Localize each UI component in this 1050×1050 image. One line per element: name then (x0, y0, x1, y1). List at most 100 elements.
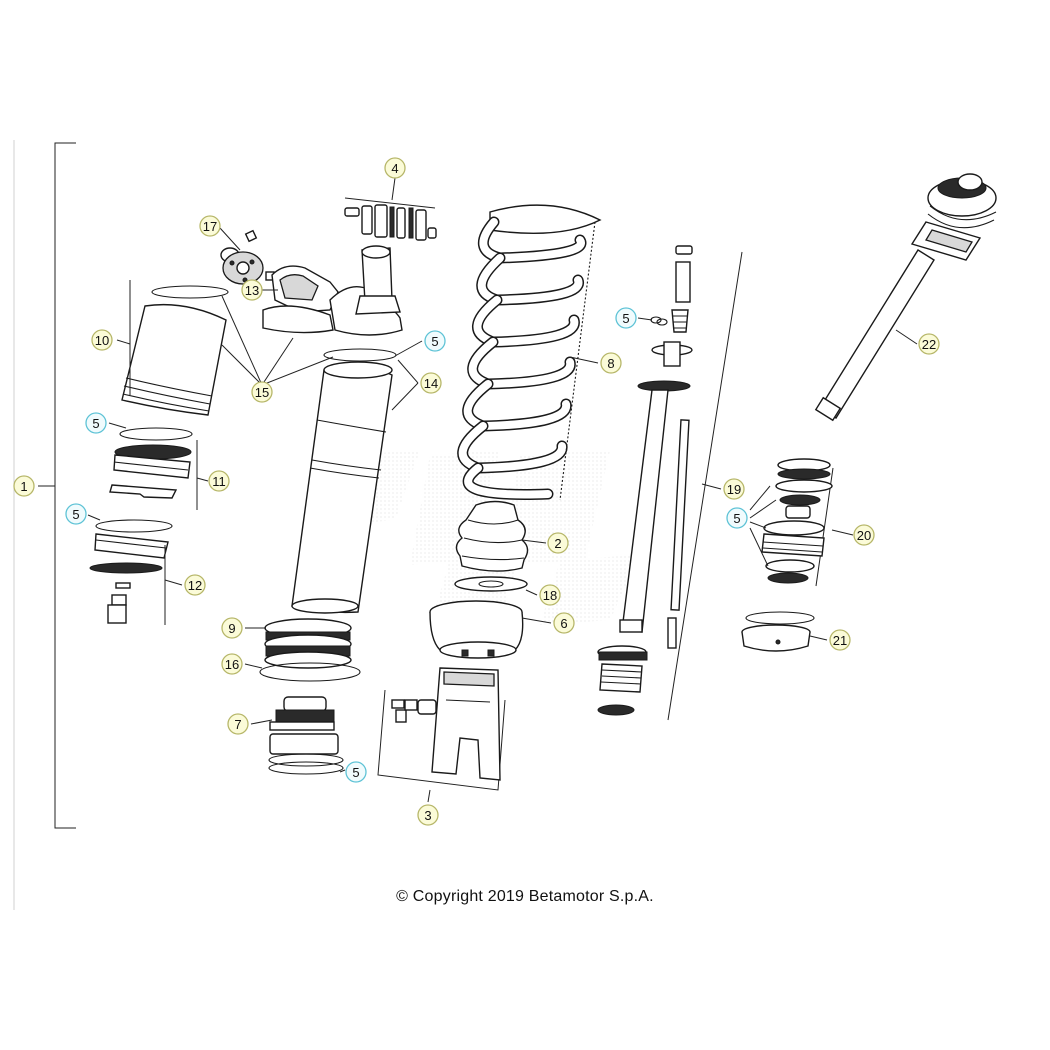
part-15-leaders (221, 295, 334, 386)
callout-circle (65, 503, 87, 525)
callout-5: 5 (65, 503, 87, 525)
callout-5: 5 (345, 761, 367, 783)
callout-label: 6 (560, 616, 567, 631)
callout-circle (553, 612, 575, 634)
callout-circle (539, 584, 561, 606)
callout-circle (241, 279, 263, 301)
part-4-small-components (344, 177, 437, 241)
callout-circle (424, 330, 446, 352)
callout-circle (384, 157, 406, 179)
callout-circle (345, 761, 367, 783)
callout-label: 5 (733, 511, 740, 526)
callout-label: 11 (212, 474, 226, 489)
callout-11: 11 (208, 470, 230, 492)
callout-circle (853, 524, 875, 546)
part-21-bushing-ring (741, 611, 815, 652)
callout-label: 5 (92, 416, 99, 431)
part-11-reservoir-piston (109, 427, 198, 510)
copyright-notice: © Copyright 2019 Betamotor S.p.A. (396, 888, 654, 905)
callout-label: 19 (727, 482, 741, 497)
callout-10: 10 (91, 329, 113, 351)
callout-circle (221, 653, 243, 675)
callout-label: 1 (20, 479, 27, 494)
part-7-adjuster (268, 696, 344, 775)
callout-3: 3 (417, 804, 439, 826)
callout-circle (13, 475, 35, 497)
callout-label: 20 (857, 528, 871, 543)
callout-12: 12 (184, 574, 206, 596)
callout-label: 10 (95, 333, 109, 348)
callout-circle (600, 352, 622, 374)
part-9-preload-rings (259, 618, 361, 682)
callout-6: 6 (553, 612, 575, 634)
callout-1: 1 (13, 475, 35, 497)
callout-label: 8 (607, 356, 614, 371)
callout-label: 5 (72, 507, 79, 522)
callout-13: 13 (241, 279, 263, 301)
callout-9: 9 (221, 617, 243, 639)
part-13-reservoir-head (262, 245, 403, 336)
part-20-valve-stack (761, 458, 834, 587)
callout-circle (199, 215, 221, 237)
callout-circle (227, 713, 249, 735)
callout-5: 5 (424, 330, 446, 352)
callout-16: 16 (221, 653, 243, 675)
callout-label: 18 (543, 588, 557, 603)
callout-8: 8 (600, 352, 622, 374)
callout-circle (85, 412, 107, 434)
callout-label: 22 (922, 337, 936, 352)
part-3-clevis (377, 667, 506, 791)
part-10-reservoir-body (116, 280, 229, 416)
callout-circle (918, 333, 940, 355)
callout-circle (726, 507, 748, 529)
callout-label: 13 (245, 283, 259, 298)
callout-20: 20 (853, 524, 875, 546)
callout-14: 14 (420, 372, 442, 394)
callout-circle (547, 532, 569, 554)
callout-label: 7 (234, 717, 241, 732)
callout-label: 12 (188, 578, 202, 593)
callout-label: 5 (622, 311, 629, 326)
callout-5: 5 (726, 507, 748, 529)
callout-21: 21 (829, 629, 851, 651)
callout-label: 21 (833, 633, 847, 648)
part-19-piston-rod (597, 245, 743, 721)
callout-label: 9 (228, 621, 235, 636)
callout-2: 2 (547, 532, 569, 554)
part-14-main-cylinder (291, 348, 397, 614)
callout-leaders (164, 289, 918, 803)
callout-label: 16 (225, 657, 239, 672)
part-6-spring-seat (429, 600, 524, 659)
callout-label: 15 (255, 385, 269, 400)
callout-circle (417, 804, 439, 826)
callout-circle (723, 478, 745, 500)
part-18-washer (454, 576, 528, 592)
part-12-reservoir-cap (89, 519, 173, 625)
part-5-leaders (87, 316, 777, 773)
callout-label: 3 (424, 808, 431, 823)
callout-15: 15 (251, 381, 273, 403)
callout-circle (208, 470, 230, 492)
callout-22: 22 (918, 333, 940, 355)
callout-5: 5 (85, 412, 107, 434)
callout-7: 7 (227, 713, 249, 735)
callout-circle (184, 574, 206, 596)
callout-label: 5 (431, 334, 438, 349)
part-8-spring (457, 204, 602, 501)
callout-5: 5 (615, 307, 637, 329)
callout-18: 18 (539, 584, 561, 606)
callout-19: 19 (723, 478, 745, 500)
callout-circle (91, 329, 113, 351)
callout-label: 17 (203, 219, 217, 234)
callout-17: 17 (199, 215, 221, 237)
part-2-bump-stop (455, 500, 529, 572)
callout-circle (615, 307, 637, 329)
assembly-bracket (38, 142, 76, 829)
callout-label: 2 (554, 536, 561, 551)
part-22-shaft-assembly (814, 173, 997, 422)
callout-circle (221, 617, 243, 639)
part-17-pivot-parts (219, 227, 275, 285)
callout-label: 4 (391, 161, 398, 176)
callout-label: 5 (352, 765, 359, 780)
